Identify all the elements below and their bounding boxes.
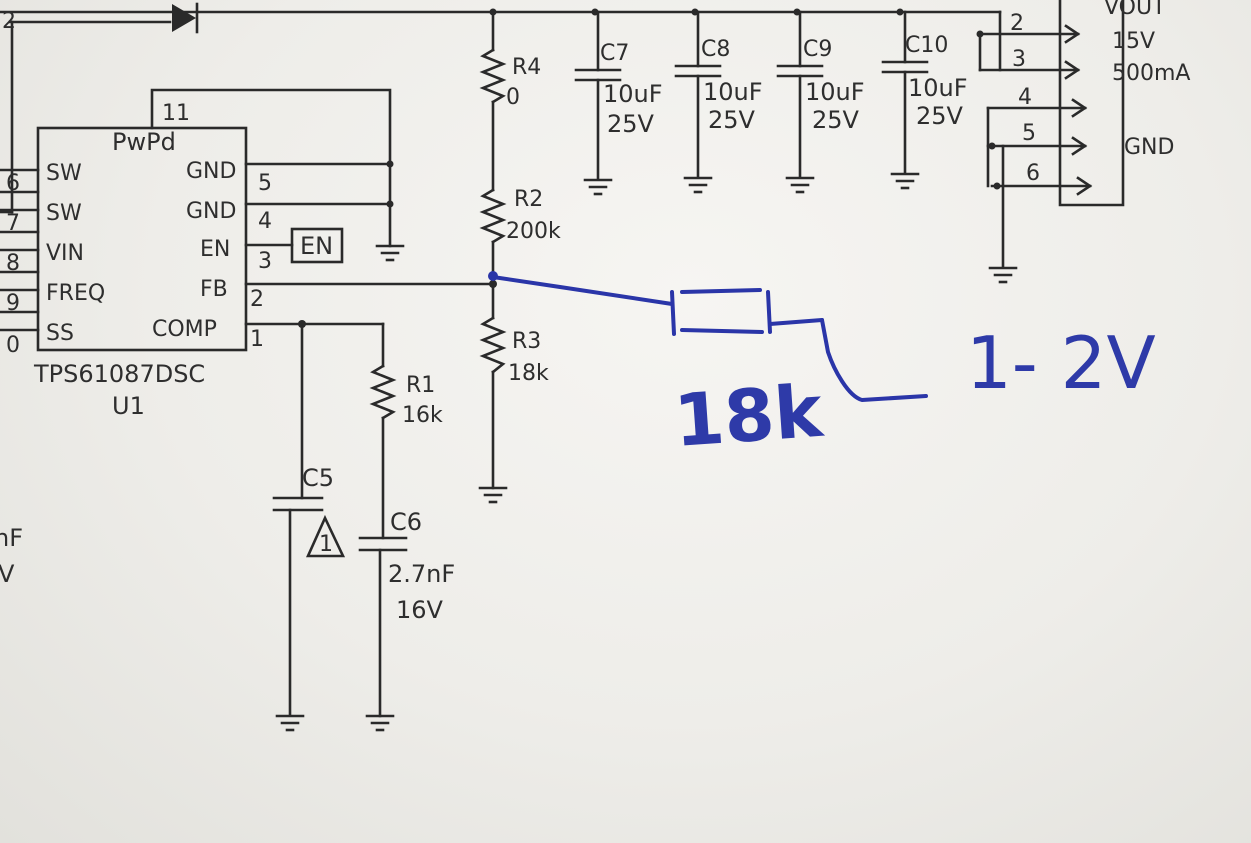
output-connector <box>976 0 1125 284</box>
c10-ref: C10 <box>905 33 948 58</box>
pin-num-left-3: 8 <box>6 251 20 276</box>
handwritten-voltage-range: 1- 2V <box>966 321 1156 405</box>
c10-voltage: 25V <box>916 102 964 130</box>
ic-part-number: TPS61087DSC <box>33 360 205 388</box>
c8-value: 10uF <box>703 78 763 106</box>
c5-note: 1 <box>319 532 333 557</box>
left-edge-fragment-1: nF <box>0 524 23 552</box>
en-net-label: EN <box>300 232 333 260</box>
c9-value: 10uF <box>805 78 865 106</box>
connector-gnd-label: GND <box>1124 135 1174 160</box>
c9-voltage: 25V <box>812 106 860 134</box>
pin-num-right-1: 5 <box>258 171 272 196</box>
handwritten-annotation <box>488 271 928 402</box>
pin-name-left-4: FREQ <box>46 281 105 306</box>
connector-pin-5: 6 <box>1026 161 1040 186</box>
pin-name-left-5: SS <box>46 321 74 346</box>
r3-ref: R3 <box>512 329 541 354</box>
pin-num-left-5: 0 <box>6 333 20 358</box>
pin-num-right-3: 3 <box>258 249 272 274</box>
pin-name-left-1: SW <box>46 161 82 186</box>
pin-num-left-1: 6 <box>6 171 20 196</box>
connector-current: 500mA <box>1112 61 1190 86</box>
pin-num-right-2: 4 <box>258 209 272 234</box>
pin-name-right-3: EN <box>200 237 230 262</box>
connector-pin-2: 3 <box>1012 47 1026 72</box>
pin-name-right-5: COMP <box>152 317 217 342</box>
connector-pin-3: 4 <box>1018 85 1032 110</box>
pin-num-left-4: 9 <box>6 291 20 316</box>
connector-pin-4: 5 <box>1022 121 1036 146</box>
pad-pin-number: 11 <box>162 101 190 126</box>
r2-value: 200k <box>506 219 561 244</box>
c8-ref: C8 <box>701 37 730 62</box>
connector-pin-1: 2 <box>1010 11 1024 36</box>
pin-num-right-4: 2 <box>250 287 264 312</box>
pin-num-left-2: 7 <box>6 211 20 236</box>
c10-value: 10uF <box>908 74 968 102</box>
c9-ref: C9 <box>803 37 832 62</box>
pin-name-left-2: SW <box>46 201 82 226</box>
c7-voltage: 25V <box>607 110 655 138</box>
c5-ref: C5 <box>302 464 334 492</box>
r3-value: 18k <box>508 361 549 386</box>
pad-label: PwPd <box>112 128 176 156</box>
r1-value: 16k <box>402 403 443 428</box>
connector-title: VOUT <box>1104 0 1166 20</box>
c6-voltage: 16V <box>396 596 444 624</box>
c8-voltage: 25V <box>708 106 756 134</box>
pin-name-right-4: FB <box>200 277 228 302</box>
r2-ref: R2 <box>514 187 543 212</box>
connector-voltage: 15V <box>1112 29 1155 54</box>
ic-ref: U1 <box>112 392 145 420</box>
pin-name-right-1: GND <box>186 159 236 184</box>
r4-ref: R4 <box>512 55 541 80</box>
c6-ref: C6 <box>390 508 422 536</box>
c6-value: 2.7nF <box>388 560 455 588</box>
r4-value: 0 <box>506 85 520 110</box>
ic-u1 <box>0 88 495 352</box>
pin-name-right-2: GND <box>186 199 236 224</box>
top-left-fragment: 2 <box>2 9 16 34</box>
compensation-network <box>272 320 408 732</box>
c7-value: 10uF <box>603 80 663 108</box>
pin-num-right-5: 1 <box>250 327 264 352</box>
feedback-divider <box>478 10 508 504</box>
pin-name-left-3: VIN <box>46 241 84 266</box>
handwritten-resistor-value: 18k <box>671 369 827 463</box>
c7-ref: C7 <box>600 41 629 66</box>
r1-ref: R1 <box>406 373 435 398</box>
output-capacitors <box>574 10 929 196</box>
left-edge-fragment-2: V <box>0 560 15 588</box>
